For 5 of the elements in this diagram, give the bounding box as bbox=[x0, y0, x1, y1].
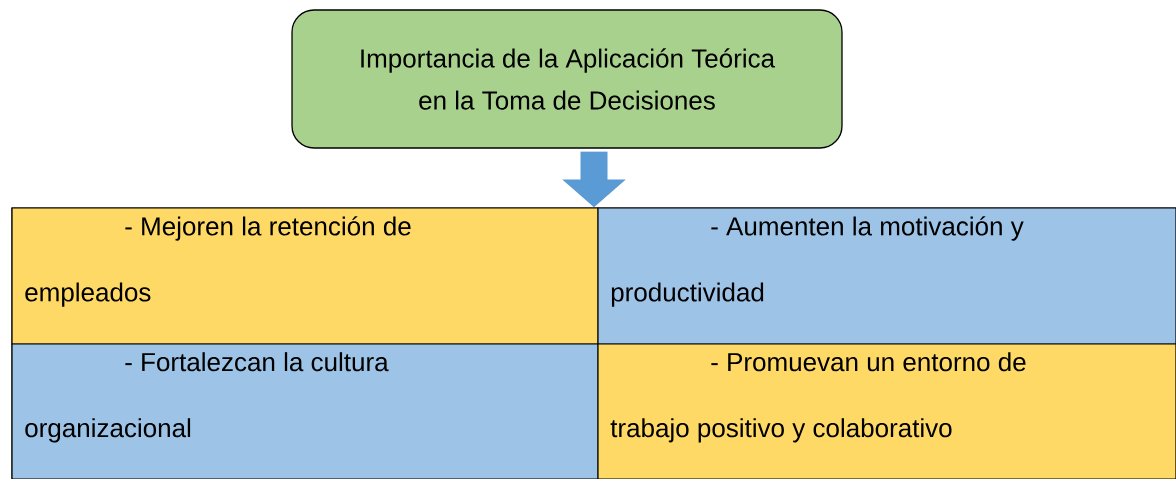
title-box: Importancia de la Aplicación Teórica en la Toma de Decisiones bbox=[291, 9, 843, 149]
table-cell: - Promuevan un entorno de trabajo positivo y colaborativo bbox=[597, 343, 1176, 479]
table-cell: - Mejoren la retención de empleados bbox=[11, 207, 599, 345]
table-cell: - Aumenten la motivación y productividad bbox=[597, 207, 1176, 345]
table-cell: - Fortalezcan la cultura organizacional bbox=[11, 343, 599, 479]
